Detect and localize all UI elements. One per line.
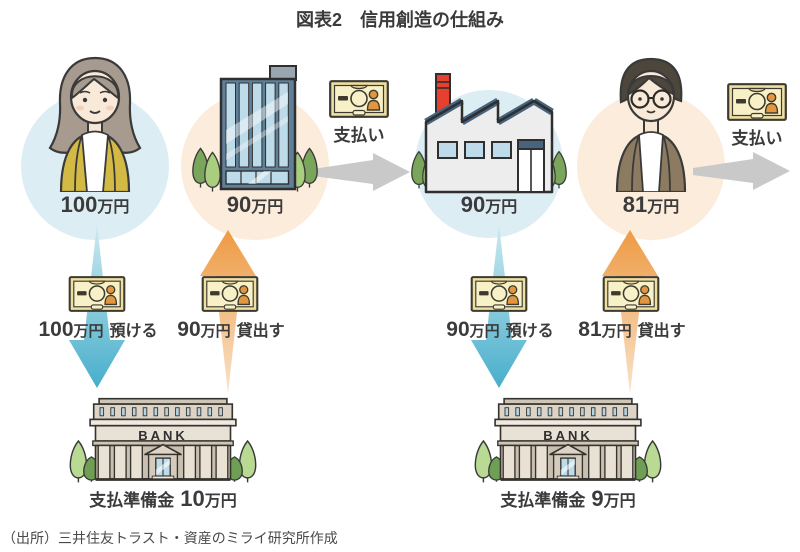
banknote-icon bbox=[201, 276, 259, 312]
txn-unit: 万円 bbox=[601, 323, 632, 340]
factory-icon bbox=[410, 72, 568, 194]
bank1-sign: BANK bbox=[138, 428, 188, 443]
amount-number: 100 bbox=[60, 192, 98, 217]
reserve-number: 10 bbox=[180, 486, 205, 511]
reserve-unit: 万円 bbox=[603, 493, 636, 510]
txn-number: 90 bbox=[446, 318, 470, 341]
borrower-amount: 81万円 bbox=[623, 192, 680, 218]
loan1-label: 90万円貸出す bbox=[177, 317, 284, 342]
woman-icon bbox=[48, 56, 142, 192]
loan2-label: 81万円貸出す bbox=[578, 317, 685, 342]
factory-amount: 90万円 bbox=[461, 192, 518, 218]
payment1-label: 支払い bbox=[333, 126, 385, 145]
bank2-sign: BANK bbox=[543, 428, 593, 443]
banknote-icon bbox=[329, 80, 389, 118]
man-icon bbox=[615, 57, 687, 192]
amount-number: 81 bbox=[622, 192, 648, 217]
deposit1-label: 100万円預ける bbox=[38, 317, 157, 342]
txn-action: 預ける bbox=[505, 323, 554, 340]
txn-action: 預ける bbox=[109, 323, 158, 340]
amount-number: 90 bbox=[226, 192, 252, 217]
page-title: 図表2 信用創造の仕組み bbox=[295, 10, 504, 30]
amount-unit: 万円 bbox=[97, 199, 130, 216]
payment2-label: 支払い bbox=[731, 129, 783, 148]
amount-unit: 万円 bbox=[485, 199, 518, 216]
txn-unit: 万円 bbox=[73, 323, 104, 340]
txn-unit: 万円 bbox=[469, 323, 500, 340]
banknote-icon bbox=[727, 83, 787, 121]
reserve-caption: 支払準備金 bbox=[89, 491, 175, 510]
txn-action: 貸出す bbox=[637, 323, 686, 340]
banknote-icon bbox=[68, 276, 126, 312]
txn-number: 100 bbox=[38, 318, 74, 341]
amount-unit: 万円 bbox=[647, 199, 680, 216]
txn-number: 81 bbox=[578, 318, 602, 341]
source-note: （出所）三井住友トラスト・資産のミライ研究所作成 bbox=[2, 530, 338, 546]
payment1-arrow-right-icon bbox=[313, 153, 410, 191]
banknote-icon bbox=[470, 276, 528, 312]
bank2-reserve-label: 支払準備金 9万円 bbox=[500, 486, 635, 512]
reserve-caption: 支払準備金 bbox=[500, 491, 586, 510]
amount-unit: 万円 bbox=[251, 199, 284, 216]
company-amount: 90万円 bbox=[227, 192, 284, 218]
txn-unit: 万円 bbox=[200, 323, 231, 340]
reserve-number: 9 bbox=[591, 486, 604, 511]
depositor-amount: 100万円 bbox=[61, 192, 130, 218]
txn-number: 90 bbox=[177, 318, 201, 341]
office-building-icon bbox=[188, 64, 322, 194]
banknote-icon bbox=[602, 276, 660, 312]
txn-action: 貸出す bbox=[236, 323, 285, 340]
deposit2-label: 90万円預ける bbox=[446, 317, 553, 342]
amount-number: 90 bbox=[460, 192, 486, 217]
bank1-reserve-label: 支払準備金 10万円 bbox=[89, 486, 237, 512]
reserve-unit: 万円 bbox=[204, 493, 237, 510]
